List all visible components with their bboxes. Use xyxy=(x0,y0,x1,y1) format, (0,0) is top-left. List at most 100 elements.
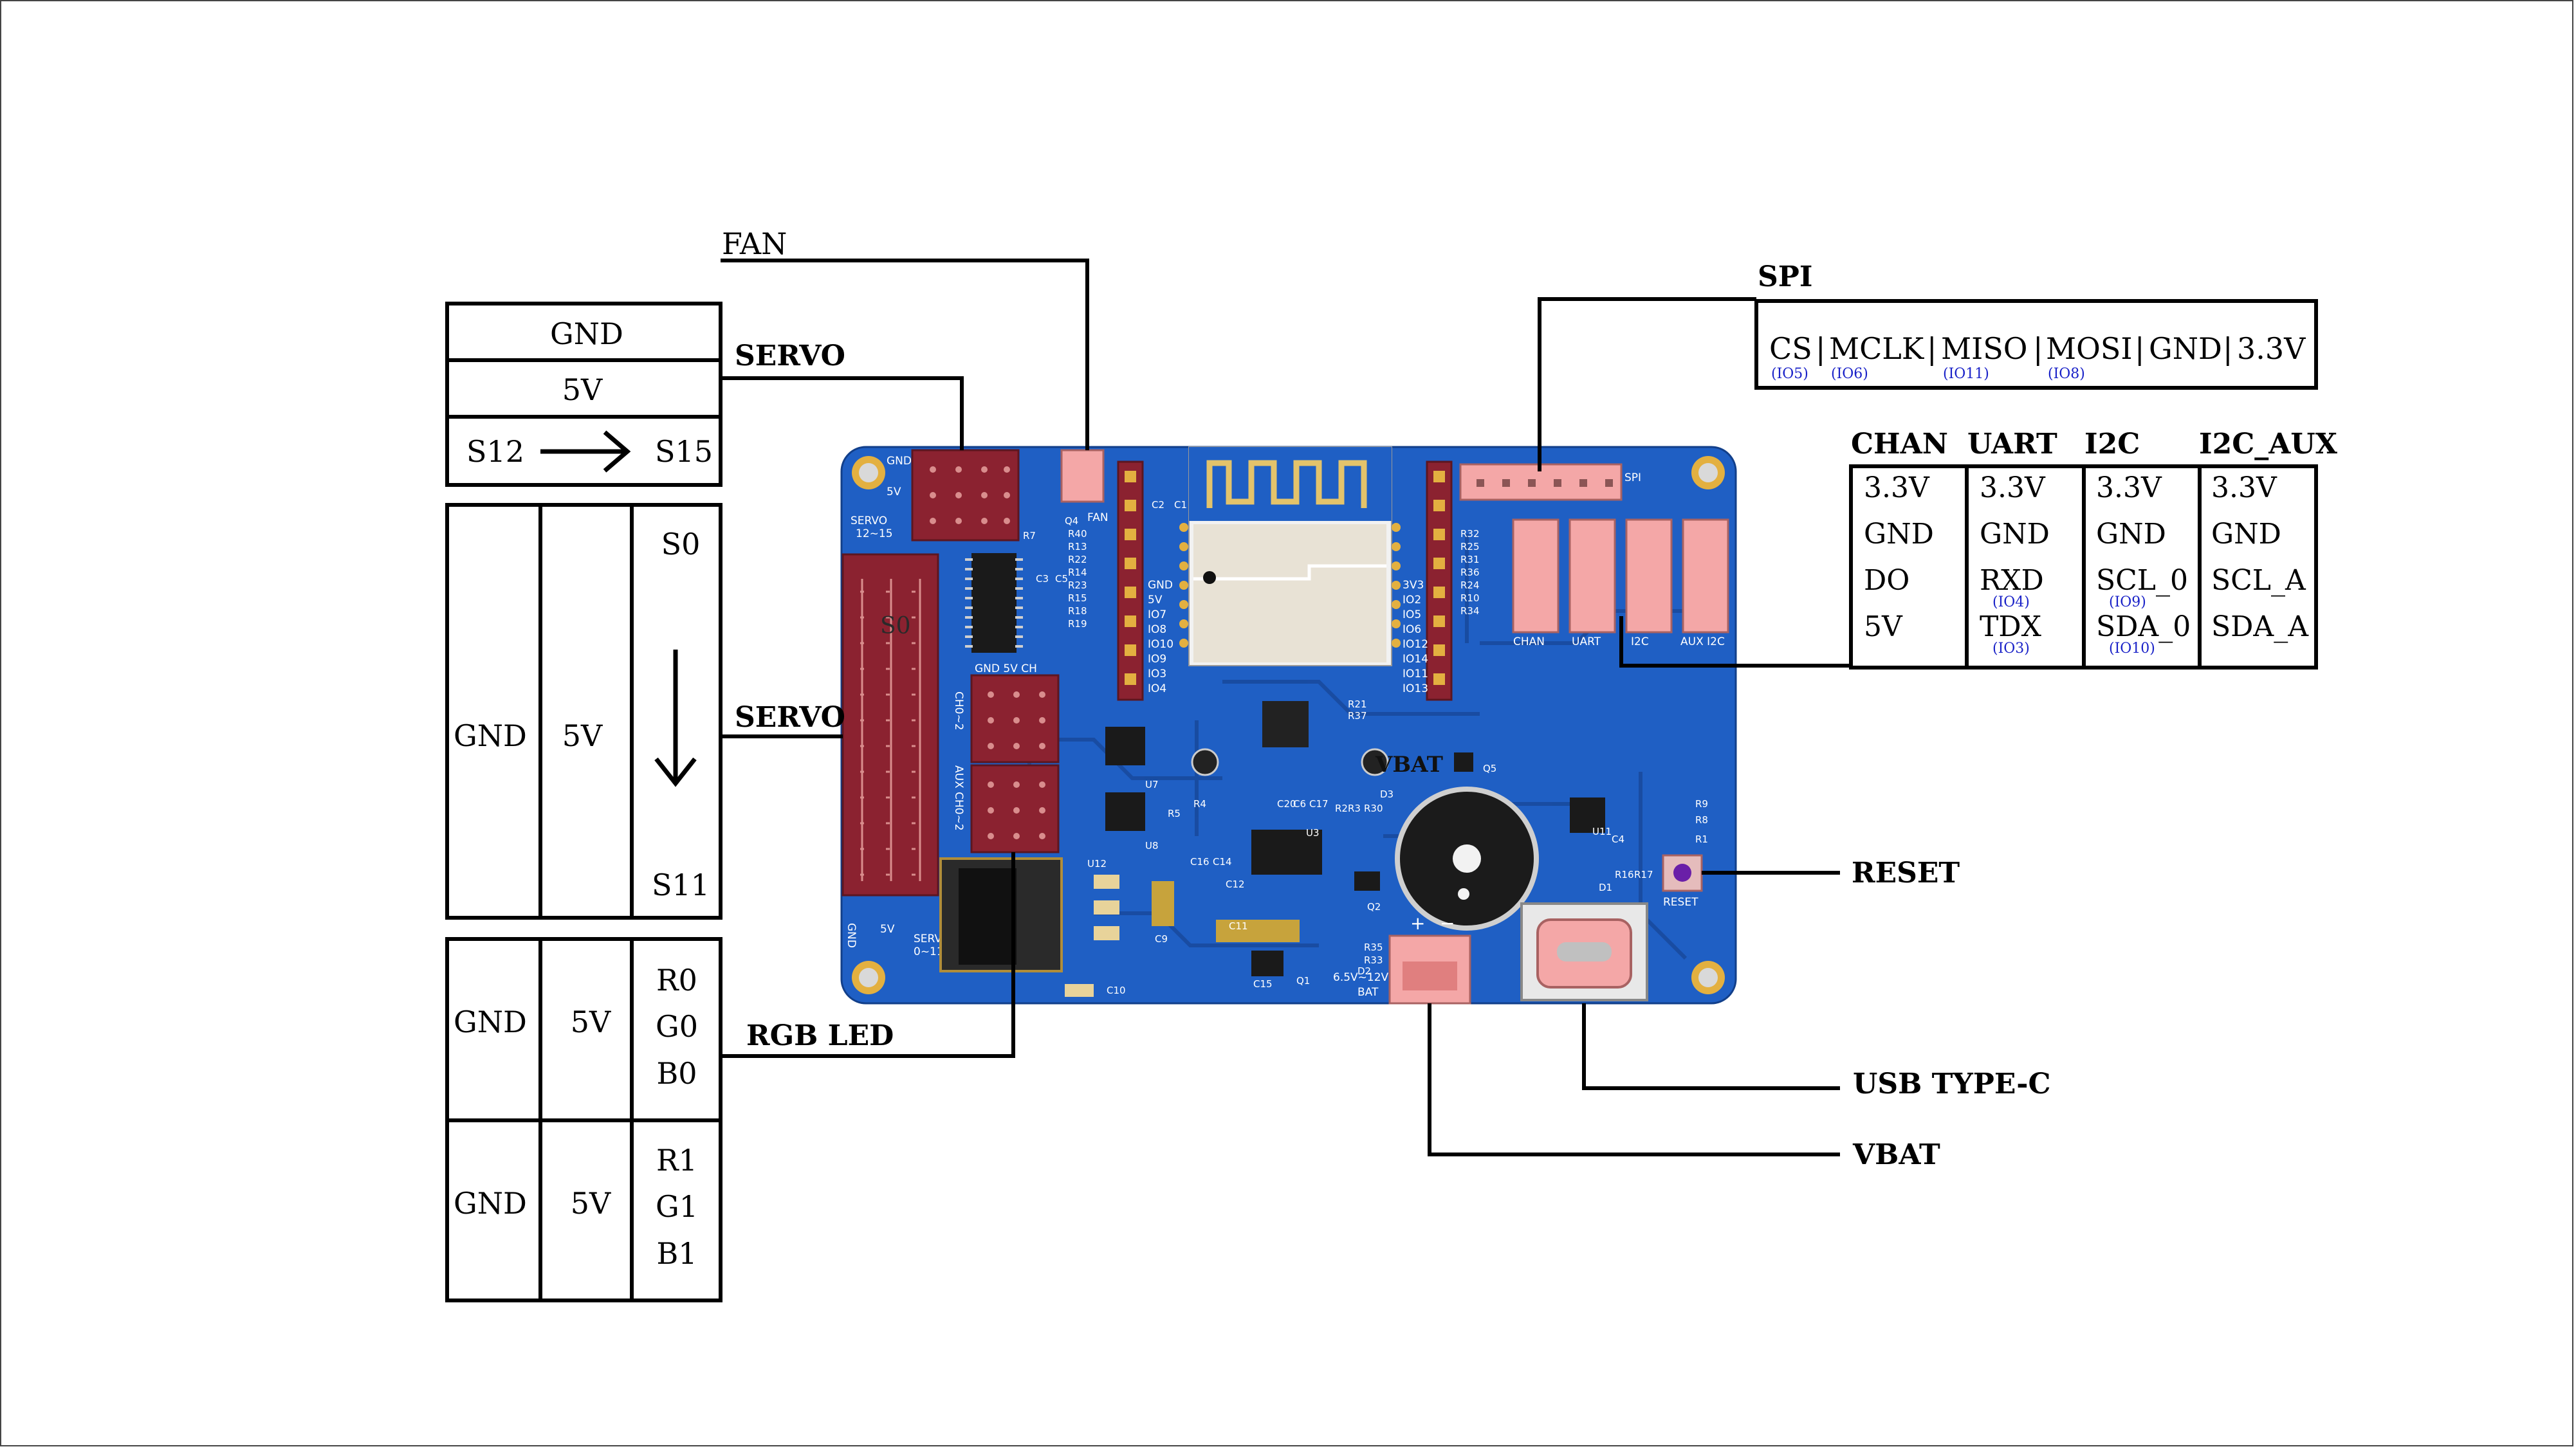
smd-part-label: D2 xyxy=(1357,965,1371,977)
esp-left-pin-label: IO4 xyxy=(1148,682,1166,695)
smd-part-label: R33 xyxy=(1364,954,1383,966)
smd-part-label: R34 xyxy=(1460,605,1480,617)
spi-separator: | xyxy=(1816,331,1826,366)
rgb1-r: R1 xyxy=(656,1143,697,1178)
reset-button-pcb: RESET xyxy=(1662,854,1703,909)
spi-separator: | xyxy=(2223,331,2233,366)
esp-left-pin-label: GND xyxy=(1148,579,1173,592)
connector-cell: 3.3V xyxy=(1980,471,2046,504)
rgb0-gnd: GND xyxy=(454,1005,527,1039)
smd-part-label: Q2 xyxy=(1367,901,1381,913)
rgb1-b: B1 xyxy=(656,1236,697,1271)
pcb-label-5v: 5V xyxy=(887,486,901,498)
servo-left-5v: 5V xyxy=(562,718,603,753)
pcb-label-servo: SERVO xyxy=(851,515,887,527)
rgb1-gnd: GND xyxy=(454,1186,527,1221)
spi-pin-io: (IO11) xyxy=(1943,366,1989,382)
smd-part-label: U11 xyxy=(1592,826,1612,837)
smd-part-label: R15 xyxy=(1068,592,1087,604)
connector-cell: GND xyxy=(1980,518,2050,551)
pcb-label-ch0-2: CH0~2 xyxy=(952,691,965,731)
esp-left-pin-label: IO10 xyxy=(1148,638,1173,651)
smd-part-label: R7 xyxy=(1023,530,1036,542)
connector-cell: 3.3V xyxy=(2096,471,2162,504)
esp-left-pin-label: IO3 xyxy=(1148,668,1166,680)
ch-header: GND 5V CH CH0~2 AUX CH0~2 xyxy=(952,662,1060,853)
smd-part-label: C2 xyxy=(1152,499,1164,511)
smd-part-label: C20 xyxy=(1277,798,1296,810)
servo-header-12-15: GND 5V SERVO 12~15 xyxy=(851,449,1020,542)
rgb1-5v: 5V xyxy=(571,1186,611,1221)
smd-part-label: Q5 xyxy=(1483,763,1496,774)
mounting-hole xyxy=(852,456,1725,994)
smd-part-label: R22 xyxy=(1068,554,1087,565)
pcb-label-spi: SPI xyxy=(1624,471,1641,484)
spi-connector: SPI xyxy=(1459,463,1641,501)
servo-header-0-11: S0 GND 5V 0~11 SERVO xyxy=(842,553,950,958)
regulator-u12 xyxy=(939,857,1174,972)
servo-left-label: SERVO xyxy=(735,701,845,734)
servo-left-gnd: GND xyxy=(454,718,527,753)
smd-part-label: C12 xyxy=(1226,879,1245,890)
pcb-label-uart: UART xyxy=(1572,635,1601,648)
buzzer xyxy=(1395,787,1539,931)
servo-top-label: SERVO xyxy=(735,340,845,372)
rgb0-g: G0 xyxy=(656,1009,698,1044)
esp-right-pin-label: 3V3 xyxy=(1403,579,1424,592)
esp-right-pin-label: IO14 xyxy=(1403,653,1428,666)
pcb-label-aux-i2c: AUX I2C xyxy=(1680,635,1725,648)
smd-part-label: R30 xyxy=(1364,803,1383,814)
pcb-label-fan: FAN xyxy=(1087,511,1109,524)
servo-top-s12: S12 xyxy=(466,434,524,469)
smd-part-label: R1 xyxy=(1695,834,1708,845)
smd-part-label: R19 xyxy=(1068,618,1087,630)
smd-part-label: R8 xyxy=(1695,814,1708,826)
pcb-label-s0: S0 xyxy=(880,613,911,639)
rgb-led-label: RGB LED xyxy=(746,1019,894,1052)
smd-part-label: C16 xyxy=(1190,856,1210,868)
connector-cell: SDA_A xyxy=(2211,610,2309,643)
smd-part-label: R25 xyxy=(1460,541,1480,552)
smd-part-label: R40 xyxy=(1068,528,1087,540)
smd-part-label: R3 xyxy=(1348,803,1361,814)
spi-table: CS(IO5)|MCLK(IO6)|MISO(IO11)|MOSI(IO8)|G… xyxy=(1754,299,2318,390)
esp-module xyxy=(1179,446,1401,666)
pcb-label-bat-range: 6.5V~12V xyxy=(1333,971,1389,984)
connector-cell-io: (IO4) xyxy=(1992,594,2030,610)
spi-pin-io: (IO6) xyxy=(1831,366,1868,382)
rgb0-b: B0 xyxy=(656,1056,697,1091)
usb-type-c-label: USB TYPE-C xyxy=(1853,1068,2051,1100)
spi-pin-io: (IO5) xyxy=(1771,366,1808,382)
smd-part-label: C17 xyxy=(1309,798,1329,810)
smd-part-label: C15 xyxy=(1253,978,1273,990)
servo-top-5v: 5V xyxy=(562,372,603,407)
connector-cell-io: (IO9) xyxy=(2109,594,2146,610)
pcb-label-vbat: VBAT xyxy=(1375,752,1443,778)
connector-cell: SCL_A xyxy=(2211,564,2306,597)
connector-header: I2C_AUX xyxy=(2199,428,2338,460)
rgb0-5v: 5V xyxy=(571,1005,611,1039)
connector-cell: 3.3V xyxy=(2211,471,2277,504)
pcb-label-gnd: GND xyxy=(887,455,912,468)
connector-cell: 5V xyxy=(1864,610,1903,643)
smd-part-label: R4 xyxy=(1193,798,1206,810)
esp-right-pin-label: IO2 xyxy=(1403,594,1421,606)
smd-part-label: Q1 xyxy=(1296,975,1310,987)
servo-top-table: GND 5V S12 S15 xyxy=(445,302,722,487)
spi-pin-name: MISO xyxy=(1941,331,2028,366)
pcb-label-5v-left: 5V xyxy=(880,923,895,936)
smd-part-label: C1 xyxy=(1174,499,1187,511)
arrow-right-icon xyxy=(540,430,631,473)
smd-part-label: Q4 xyxy=(1065,515,1078,527)
servo-top-gnd: GND xyxy=(550,316,623,351)
esp-right-pin-label: IO12 xyxy=(1403,638,1428,651)
esp-right-pin-label: IO11 xyxy=(1403,668,1428,680)
pcb-label-gnd-left: GND xyxy=(845,923,858,948)
smd-part-label: R10 xyxy=(1460,592,1480,604)
svg-text:+: + xyxy=(1410,913,1425,934)
